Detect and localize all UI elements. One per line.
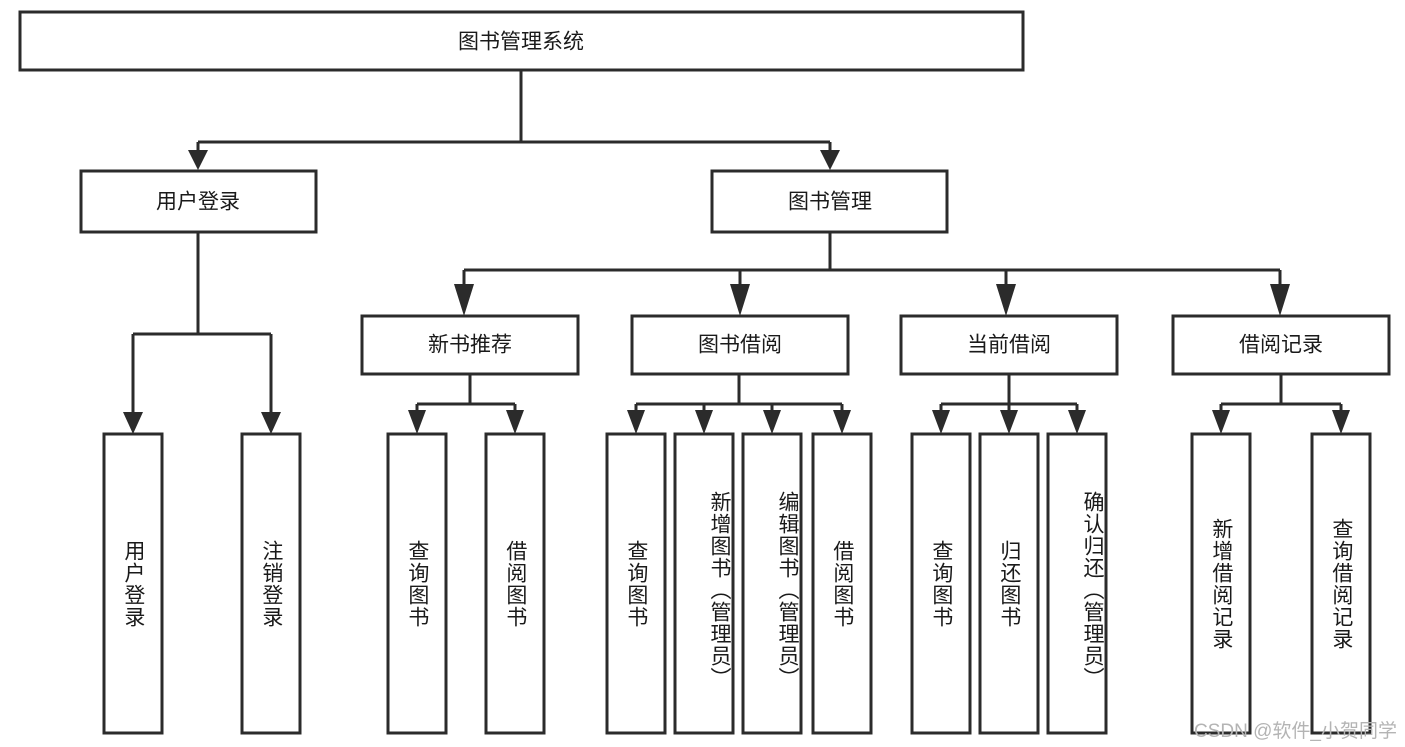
leaf-box-book-borrow-1[interactable] bbox=[605, 432, 667, 735]
leaf-box-current-borrow-1[interactable] bbox=[910, 432, 972, 735]
arrow-nb-leaf2 bbox=[506, 410, 524, 434]
leaf-box-borrow-record-2[interactable] bbox=[1310, 432, 1372, 735]
node-current-borrow-box[interactable] bbox=[899, 314, 1119, 376]
leaf-box-book-borrow-2[interactable] bbox=[673, 432, 735, 735]
node-book-manage-box[interactable] bbox=[710, 169, 949, 234]
node-new-book-recommend-label: 新书推荐 bbox=[428, 334, 512, 357]
node-user-login[interactable]: 用户登录 bbox=[79, 169, 318, 234]
arrow-cb-leaf3 bbox=[1068, 410, 1086, 434]
arrow-to-borrow-record bbox=[1270, 284, 1290, 316]
connector-group-user-login bbox=[123, 232, 281, 434]
node-user-login-label: 用户登录 bbox=[156, 191, 240, 214]
leaf-label-book-borrow-4: 借阅图书 bbox=[830, 539, 854, 628]
connector-group-root bbox=[188, 70, 840, 170]
node-new-book-recommend[interactable]: 新书推荐 bbox=[360, 314, 580, 376]
csdn-watermark: CSDN @软件_小贺同学 bbox=[1194, 721, 1397, 742]
arrow-br-leaf1 bbox=[1212, 410, 1230, 434]
arrow-nb-leaf1 bbox=[408, 410, 426, 434]
leaf-label-user-login-2: 注销登录 bbox=[259, 539, 283, 628]
connector-group-book-borrow bbox=[627, 374, 851, 434]
connector-group-book-manage bbox=[454, 232, 1290, 316]
leaf-box-new-book-1[interactable] bbox=[386, 432, 448, 735]
leaf-label-borrow-record-2: 查询借阅记录 bbox=[1329, 517, 1353, 650]
leaf-box-book-borrow-4[interactable] bbox=[811, 432, 873, 735]
leaf-label-new-book-1: 查询图书 bbox=[405, 539, 429, 628]
leaf-label-book-borrow-1: 查询图书 bbox=[624, 539, 648, 628]
leaf-box-current-borrow-3[interactable] bbox=[1046, 432, 1108, 735]
node-root[interactable]: 图书管理系统 bbox=[18, 10, 1025, 72]
arrow-to-book-manage bbox=[820, 150, 840, 170]
connector-group-current-borrow bbox=[932, 374, 1086, 434]
node-book-borrow[interactable]: 图书借阅 bbox=[630, 314, 850, 376]
arrow-bb-leaf2 bbox=[695, 410, 713, 434]
node-book-borrow-label: 图书借阅 bbox=[698, 334, 782, 357]
arrow-to-current-borrow bbox=[996, 284, 1016, 316]
arrow-br-leaf2 bbox=[1332, 410, 1350, 434]
node-current-borrow[interactable]: 当前借阅 bbox=[899, 314, 1119, 376]
leaf-label-book-borrow-3: 编辑图书（管理员） bbox=[776, 490, 799, 689]
leaf-box-user-login-2[interactable] bbox=[240, 432, 302, 735]
arrow-bb-leaf3 bbox=[763, 410, 781, 434]
arrow-bb-leaf1 bbox=[627, 410, 645, 434]
leaf-label-borrow-record-1: 新增借阅记录 bbox=[1209, 517, 1233, 650]
node-book-manage[interactable]: 图书管理 bbox=[710, 169, 949, 234]
leaf-label-current-borrow-3: 确认归还（管理员） bbox=[1081, 490, 1104, 689]
arrow-to-user-login bbox=[188, 150, 208, 170]
leaf-box-book-borrow-3[interactable] bbox=[741, 432, 803, 735]
node-new-book-recommend-box[interactable] bbox=[360, 314, 580, 376]
arrow-cb-leaf1 bbox=[932, 410, 950, 434]
node-root-label: 图书管理系统 bbox=[458, 31, 584, 54]
leaf-box-borrow-record-1[interactable] bbox=[1190, 432, 1252, 735]
leaf-label-new-book-2: 借阅图书 bbox=[503, 539, 527, 628]
arrow-user-login-leaf2 bbox=[261, 412, 281, 434]
arrow-to-book-borrow bbox=[730, 284, 750, 316]
node-borrow-record-label: 借阅记录 bbox=[1239, 334, 1323, 357]
node-root-box[interactable] bbox=[18, 10, 1025, 72]
arrow-cb-leaf2 bbox=[1000, 410, 1018, 434]
leaf-box-user-login-1[interactable] bbox=[102, 432, 164, 735]
node-book-borrow-box[interactable] bbox=[630, 314, 850, 376]
leaf-box-new-book-2[interactable] bbox=[484, 432, 546, 735]
leaf-label-current-borrow-1: 查询图书 bbox=[929, 539, 953, 628]
connector-group-new-book bbox=[408, 374, 524, 434]
leaf-label-user-login-1: 用户登录 bbox=[121, 539, 145, 628]
arrow-bb-leaf4 bbox=[833, 410, 851, 434]
node-user-login-box[interactable] bbox=[79, 169, 318, 234]
connector-group-borrow-record bbox=[1212, 374, 1350, 434]
leaf-label-current-borrow-2: 归还图书 bbox=[997, 539, 1021, 628]
node-book-manage-label: 图书管理 bbox=[788, 191, 872, 214]
leaf-label-book-borrow-2: 新增图书（管理员） bbox=[708, 490, 731, 689]
node-borrow-record-box[interactable] bbox=[1171, 314, 1391, 376]
node-borrow-record[interactable]: 借阅记录 bbox=[1171, 314, 1391, 376]
arrow-to-new-book bbox=[454, 284, 474, 316]
leaf-box-current-borrow-2[interactable] bbox=[978, 432, 1040, 735]
node-current-borrow-label: 当前借阅 bbox=[967, 334, 1051, 357]
arrow-user-login-leaf1 bbox=[123, 412, 143, 434]
